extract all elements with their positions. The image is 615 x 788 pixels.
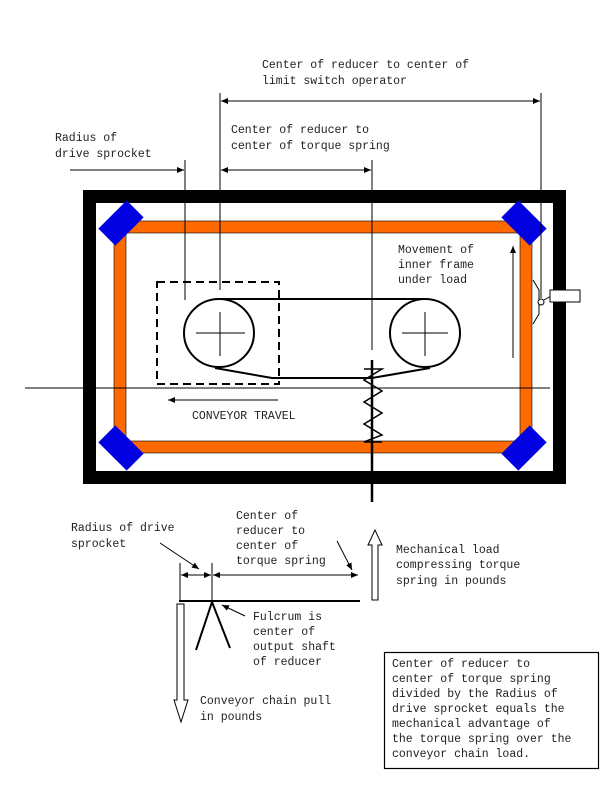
inner-frame: [114, 221, 532, 453]
note-line: divided by the Radius of: [392, 688, 558, 701]
note-line: drive sprocket equals the: [392, 703, 565, 716]
corner-pad: [501, 425, 547, 471]
label-line: spring in pounds: [396, 575, 506, 588]
corner-pad: [501, 200, 547, 246]
label-line: limit switch operator: [262, 75, 407, 88]
label-line: Center of reducer to center of: [262, 59, 469, 72]
label-line: Radius of: [55, 132, 117, 145]
label-line: center of torque spring: [231, 140, 390, 153]
limit-switch: [532, 279, 581, 325]
conveyor-chain: [183, 298, 461, 379]
corner-pad: [98, 425, 144, 471]
torque-spring-dimension: Center of reducer to center of torque sp…: [221, 124, 390, 173]
label-line: Center of reducer to: [231, 124, 369, 137]
label-line: of reducer: [253, 656, 322, 669]
note-line: center of torque spring: [392, 673, 551, 686]
mechanical-advantage-note: Center of reducer to center of torque sp…: [383, 651, 600, 770]
label-line: sprocket: [71, 538, 126, 551]
label-line: under load: [398, 274, 467, 287]
label-line: compressing torque: [396, 559, 520, 572]
label-line: Radius of drive: [71, 522, 175, 535]
label-line: Fulcrum is: [253, 611, 322, 624]
note-line: Center of reducer to: [392, 658, 530, 671]
label-line: Movement of: [398, 244, 474, 257]
label-line: in pounds: [200, 711, 262, 724]
chain-bottom: [214, 367, 431, 379]
switch-roller: [537, 298, 545, 306]
note-line: conveyor chain load.: [392, 748, 530, 761]
label-line: Center of: [236, 510, 298, 523]
label-line: drive sprocket: [55, 148, 152, 161]
label-line: output shaft: [253, 641, 336, 654]
label-line: reducer to: [236, 525, 305, 538]
switch-body: [549, 289, 581, 303]
note-line: the torque spring over the: [392, 733, 572, 746]
label-line: Mechanical load: [396, 544, 500, 557]
outer-frame: [83, 190, 566, 484]
pointer-arrow: [221, 604, 246, 617]
label-line: inner frame: [398, 259, 474, 272]
note-line: mechanical advantage of: [392, 718, 551, 731]
inner-frame-outline: [113, 220, 533, 454]
inner-frame-inline: [125, 232, 521, 442]
label-line: center of: [253, 626, 315, 639]
fulcrum: [195, 599, 231, 651]
note-box: [383, 651, 600, 770]
corner-pad: [98, 200, 144, 246]
sprocket-radius-dimension: Radius of drive sprocket: [55, 132, 184, 173]
label-line: Conveyor chain pull: [200, 695, 331, 708]
reducer-outline: [156, 281, 280, 385]
drive-sprocket: [183, 298, 255, 368]
label-line: center of: [236, 540, 298, 553]
label-line: torque spring: [236, 555, 326, 568]
pointer-arrow: [336, 540, 353, 571]
chain-pull-arrow: [173, 603, 189, 724]
corner-pads: [98, 200, 547, 471]
pointer-arrow: [159, 542, 200, 570]
limit-switch-dimension: Center of reducer to center of limit swi…: [221, 59, 540, 104]
torque-spring: [362, 368, 385, 443]
load-arrow: [367, 528, 383, 601]
conveyor-travel-label: CONVEYOR TRAVEL: [192, 410, 296, 423]
